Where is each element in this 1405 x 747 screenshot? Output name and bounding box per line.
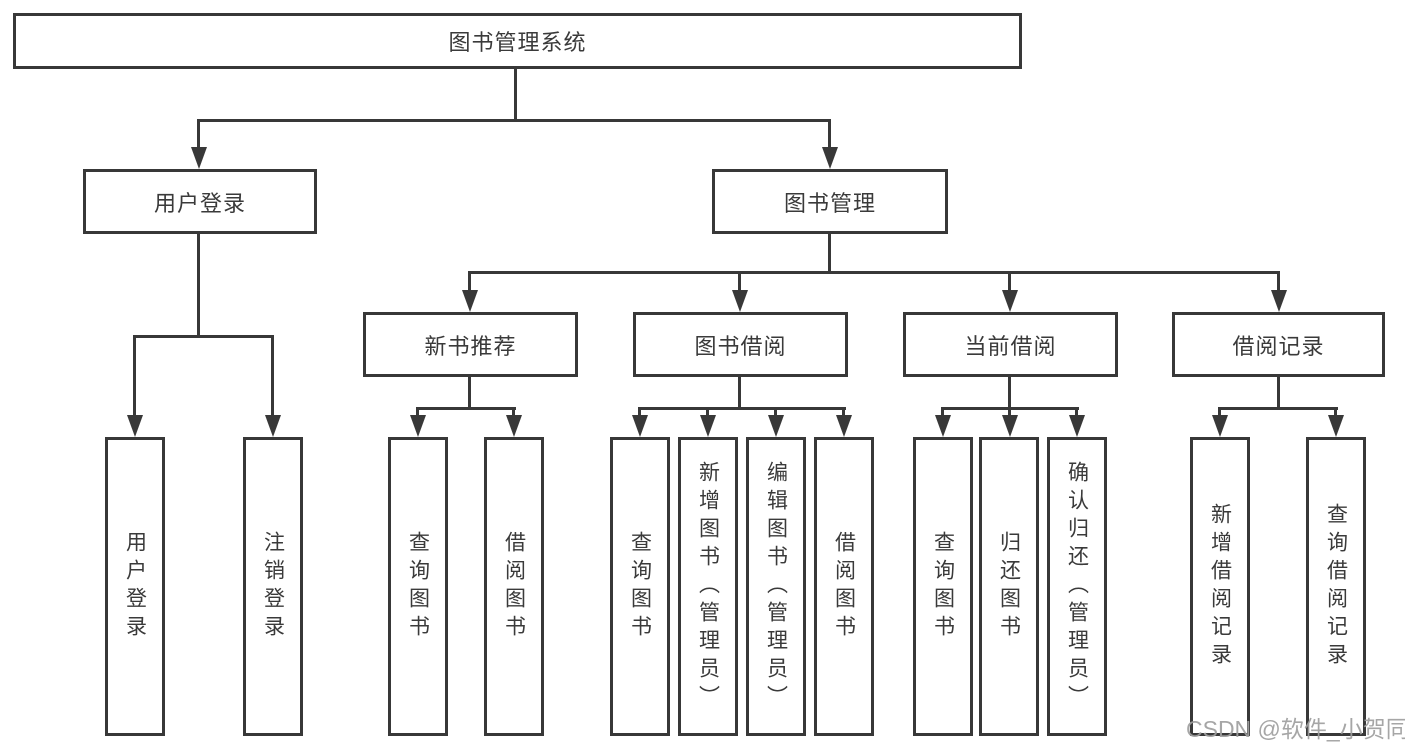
arrow-head (700, 415, 716, 437)
leaf-logout: 注销登录 (243, 437, 303, 736)
arrow-head (265, 415, 281, 437)
connector-line (842, 407, 845, 419)
leaf-user-login: 用户登录 (105, 437, 165, 736)
leaf-add-book-admin: 新增图书（管理员） (678, 437, 738, 736)
node-new-book-recommend: 新书推荐 (363, 312, 578, 377)
arrow-head (1271, 290, 1287, 312)
leaf-query-book-1: 查询图书 (388, 437, 448, 736)
arrow-head (632, 415, 648, 437)
connector-line (1277, 377, 1280, 407)
connector-line (1075, 407, 1078, 419)
node-user-login: 用户登录 (83, 169, 317, 234)
node-borrow-records: 借阅记录 (1172, 312, 1385, 377)
leaf-query-book-2: 查询图书 (610, 437, 670, 736)
connector-line (738, 377, 741, 407)
connector-line (514, 68, 517, 119)
arrow-head (506, 415, 522, 437)
leaf-borrow-book-2: 借阅图书 (814, 437, 874, 736)
leaf-return-book: 归还图书 (979, 437, 1039, 736)
connector-line (1218, 407, 1221, 419)
node-root: 图书管理系统 (13, 13, 1022, 69)
connector-line (941, 407, 944, 419)
arrow-head (1328, 415, 1344, 437)
node-current-borrow: 当前借阅 (903, 312, 1118, 377)
connector-line (197, 119, 200, 149)
arrow-head (822, 147, 838, 169)
csdn-watermark: CSDN @软件_小贺同学 (1186, 716, 1405, 742)
connector-line (468, 271, 471, 292)
arrow-head (127, 415, 143, 437)
connector-line (828, 119, 831, 149)
connector-line (828, 234, 831, 271)
leaf-confirm-return-admin: 确认归还（管理员） (1047, 437, 1107, 736)
leaf-query-borrow-record: 查询借阅记录 (1306, 437, 1366, 736)
connector-line (774, 407, 777, 419)
connector-line (416, 407, 419, 419)
connector-line (133, 335, 273, 338)
connector-line (512, 407, 515, 419)
connector-line (638, 407, 846, 410)
leaf-borrow-book-1: 借阅图书 (484, 437, 544, 736)
arrow-head (1212, 415, 1228, 437)
leaf-add-borrow-record: 新增借阅记录 (1190, 437, 1250, 736)
connector-line (271, 335, 274, 417)
leaf-edit-book-admin: 编辑图书（管理员） (746, 437, 806, 736)
arrow-head (732, 290, 748, 312)
arrow-head (1069, 415, 1085, 437)
arrow-head (462, 290, 478, 312)
connector-line (1218, 407, 1338, 410)
connector-line (197, 119, 831, 122)
connector-line (133, 335, 136, 417)
node-book-management: 图书管理 (712, 169, 948, 234)
leaf-query-book-3: 查询图书 (913, 437, 973, 736)
node-book-borrow: 图书借阅 (633, 312, 848, 377)
connector-line (638, 407, 641, 419)
connector-line (1008, 377, 1011, 407)
arrow-head (836, 415, 852, 437)
connector-line (468, 377, 471, 407)
connector-line (706, 407, 709, 419)
connector-line (1277, 271, 1280, 292)
connector-line (197, 234, 200, 335)
connector-line (1008, 407, 1011, 419)
connector-line (738, 271, 741, 292)
arrow-head (410, 415, 426, 437)
arrow-head (935, 415, 951, 437)
arrow-head (191, 147, 207, 169)
arrow-head (1002, 290, 1018, 312)
connector-line (416, 407, 516, 410)
connector-line (1334, 407, 1337, 419)
arrow-head (1002, 415, 1018, 437)
connector-line (468, 271, 1280, 274)
connector-line (1008, 271, 1011, 292)
arrow-head (768, 415, 784, 437)
